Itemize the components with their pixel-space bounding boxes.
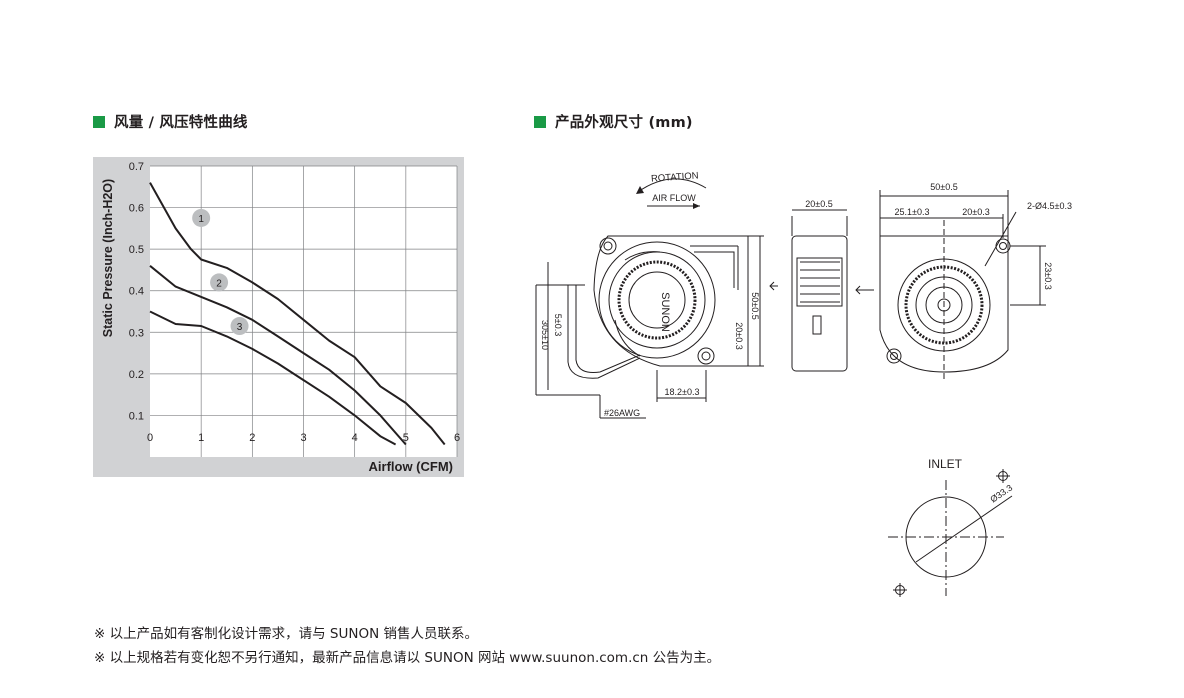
series-line-3 [149, 310, 397, 446]
side-arrow-left-icon [769, 281, 778, 291]
wire-harness [535, 262, 646, 419]
brand-label: SUNON [659, 292, 671, 332]
x-tick-label: 4 [352, 432, 358, 444]
fan-curve-chart: 1 2 3 0 1 2 3 4 5 6 0.1 0.2 0.3 0.4 0.5 0.6 0.7 Static … [93, 157, 464, 477]
y-tick-label: 0.4 [129, 286, 144, 298]
y-axis-label: Static Pressure (Inch-H2O) [101, 179, 115, 337]
y-tick-label: 0.2 [129, 369, 144, 381]
rear-left-dim: 25.1±0.3 [895, 207, 930, 217]
footer-notes: ※ 以上产品如有客制化设计需求，请与 SUNON 销售人员联系。 ※ 以上规格若… [94, 622, 720, 670]
inlet-diameter-dim: Ø33.3 [988, 483, 1014, 505]
series-line-2 [149, 265, 407, 446]
rear-total-width-dim: 50±0.5 [930, 182, 957, 192]
airflow-label: AIR FLOW [652, 193, 696, 203]
x-tick-label: 5 [403, 432, 409, 444]
front-width-dim: 18.2±0.3 [665, 387, 700, 397]
side-arrow-right-icon [855, 285, 874, 295]
x-tick-label: 2 [249, 432, 255, 444]
fan-rear-view [879, 190, 1046, 380]
series-marker-1 [192, 208, 211, 227]
y-tick-label: 0.6 [129, 203, 144, 215]
x-tick-label: 0 [147, 432, 153, 444]
front-height-dim: 50±0.5 [750, 292, 760, 319]
rear-height-dim: 23±0.3 [1043, 262, 1053, 289]
note-line-2: ※ 以上规格若有变化恕不另行通知，最新产品信息请以 SUNON 网站 www.s… [94, 650, 721, 666]
fan-front-view [593, 235, 749, 367]
green-square-icon [93, 115, 105, 128]
front-offset-dim: 20±0.3 [734, 322, 744, 349]
x-tick-label: 3 [300, 432, 306, 444]
series-marker-3 [230, 317, 249, 336]
y-tick-label: 0.7 [129, 161, 144, 173]
rear-hole-dim: 2-Ø4.5±0.3 [1027, 201, 1072, 211]
dimensions-heading: 产品外观尺寸 (mm) [534, 111, 693, 132]
rear-right-dim: 20±0.3 [962, 207, 989, 217]
x-tick-label: 1 [198, 432, 204, 444]
series-marker-2 [210, 273, 229, 292]
series-label-3: 3 [237, 322, 243, 333]
side-width-dim: 20±0.5 [805, 199, 832, 209]
rotation-arrow-icon [637, 178, 707, 193]
series-line-1 [149, 182, 446, 446]
fan-curve-heading: 风量 / 风压特性曲线 [93, 111, 248, 132]
rotation-arrowhead-icon [636, 186, 644, 194]
note-line-1: ※ 以上产品如有客制化设计需求，请与 SUNON 销售人员联系。 [94, 626, 478, 642]
fan-curve-title: 风量 / 风压特性曲线 [114, 115, 248, 131]
dimension-drawing: ROTATION AIR FLOW SUNON 5±0.3 305±10 #26… [535, 170, 1072, 597]
series-lines [149, 182, 446, 446]
green-square-icon [534, 115, 546, 128]
series-label-2: 2 [216, 278, 222, 289]
airflow-arrowhead-icon [693, 203, 700, 209]
fan-side-view [791, 209, 848, 372]
rotation-label: ROTATION [651, 170, 699, 184]
series-labels: 1 2 3 [192, 208, 249, 336]
axis-ticks: 0 1 2 3 4 5 6 0.1 0.2 0.3 0.4 0.5 0.6 0.7 [129, 161, 460, 444]
x-axis-label: Airflow (CFM) [369, 459, 453, 474]
series-label-1: 1 [198, 214, 204, 225]
wire-strip-dim: 5±0.3 [553, 314, 563, 336]
y-tick-label: 0.1 [129, 410, 144, 422]
y-tick-label: 0.3 [129, 327, 144, 339]
wire-gauge-label: #26AWG [604, 408, 640, 418]
x-tick-label: 6 [454, 432, 460, 444]
wire-length-dim: 305±10 [540, 320, 550, 350]
y-tick-label: 0.5 [129, 244, 144, 256]
dimensions-title: 产品外观尺寸 (mm) [555, 115, 693, 131]
inlet-label: INLET [928, 457, 963, 471]
inlet-view [888, 469, 1013, 597]
